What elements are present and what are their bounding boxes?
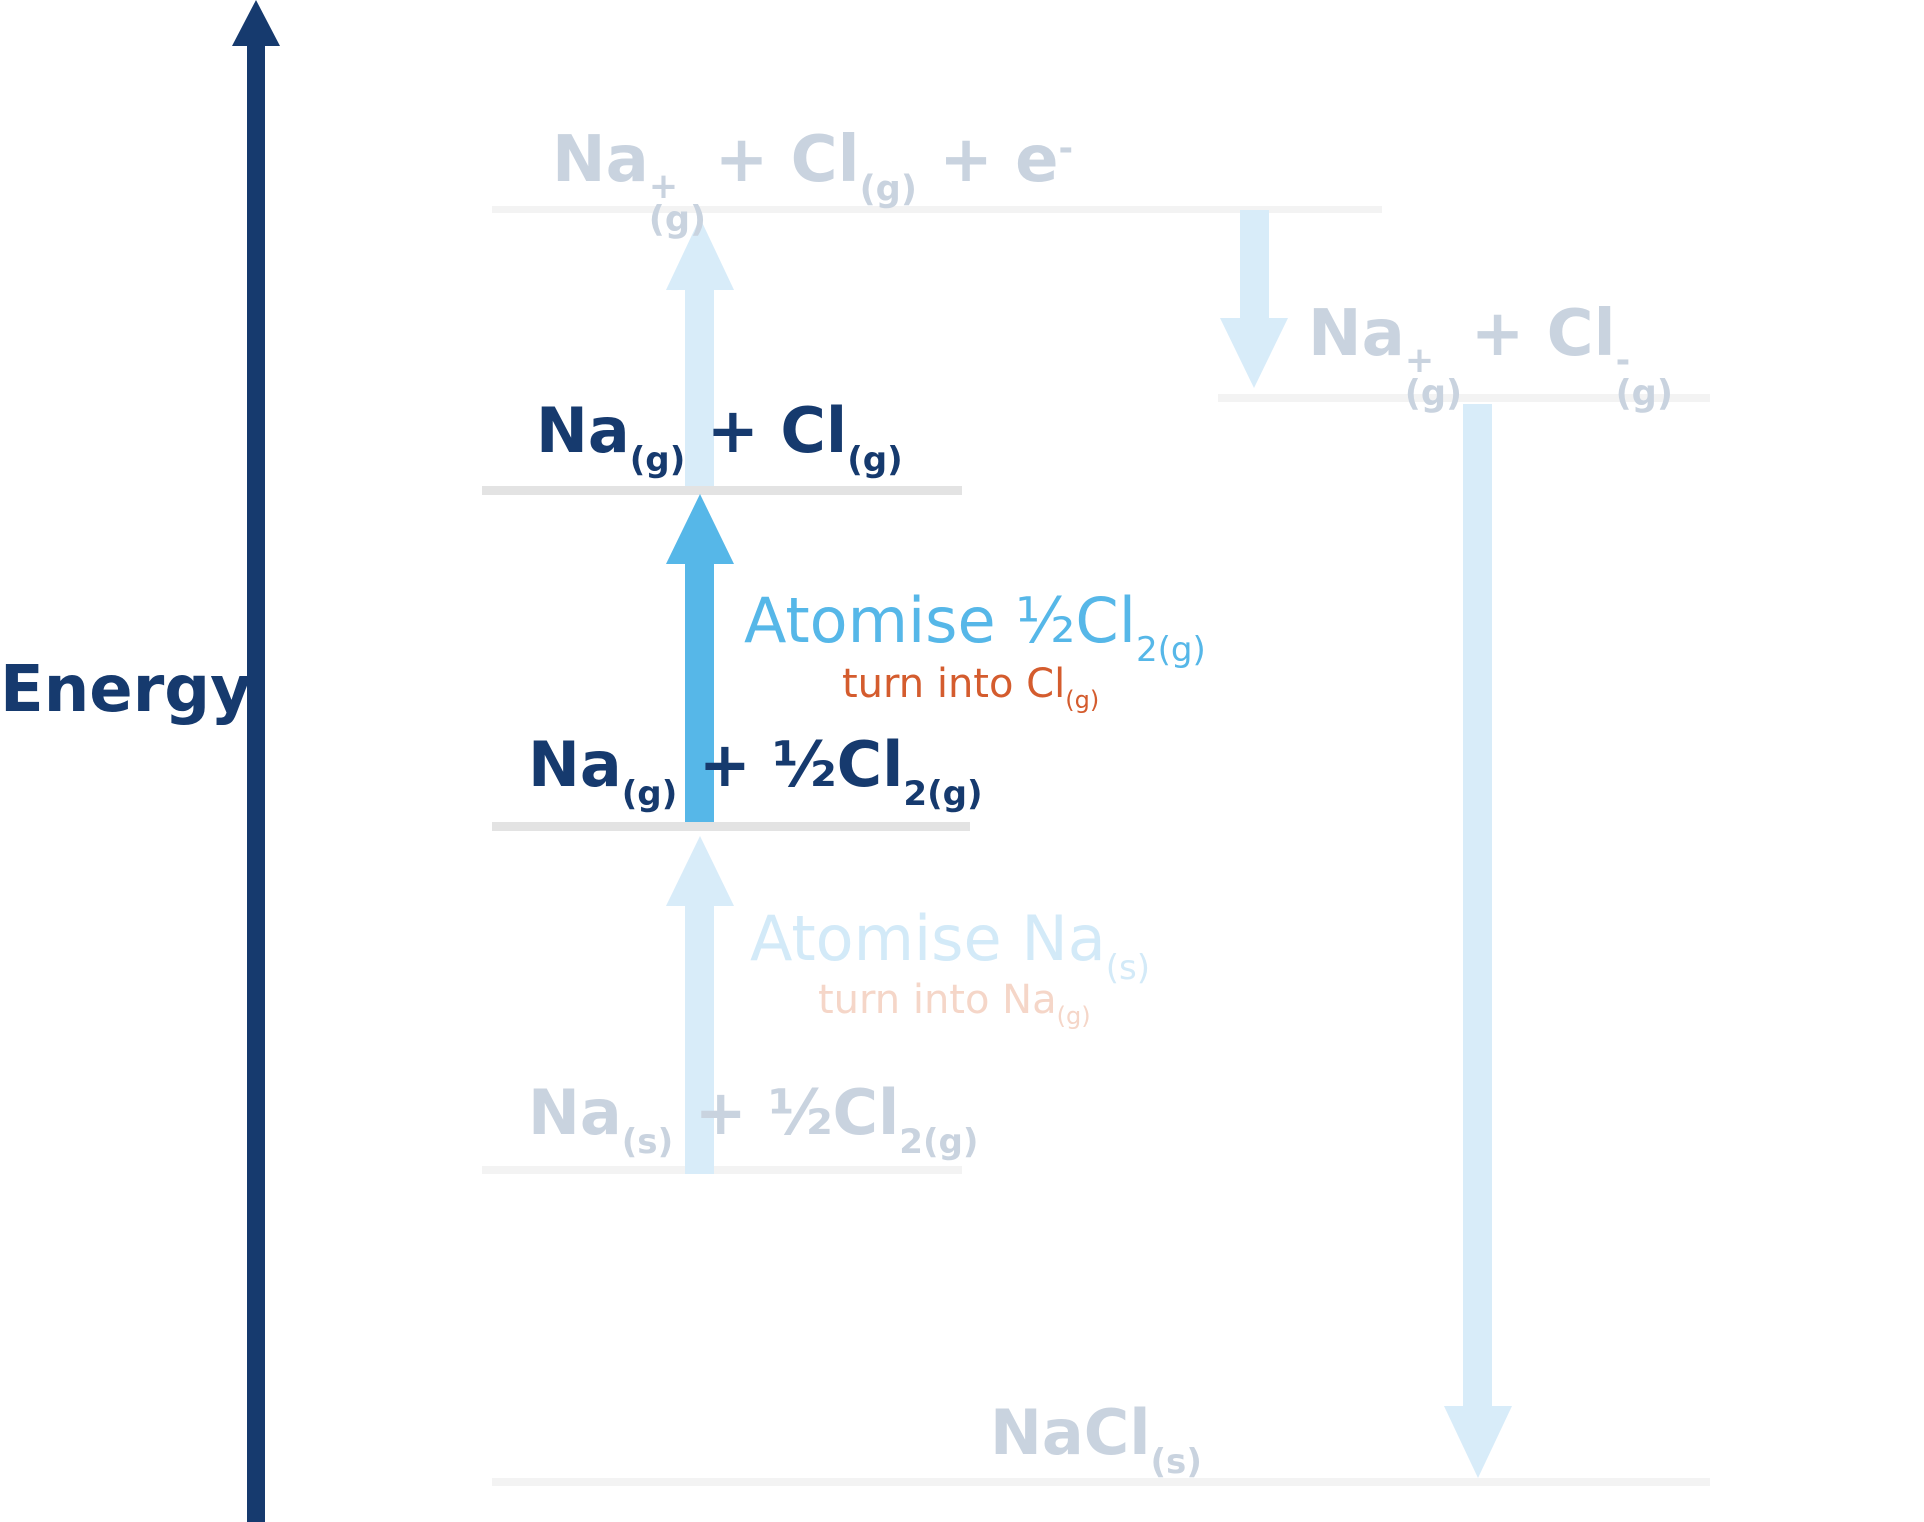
step-note-atomise-na: turn into Na(g) <box>818 980 1091 1028</box>
level-line-top <box>492 206 1382 213</box>
state-2g: 2(g) <box>899 1121 979 1162</box>
state-2g: 2(g) <box>1135 629 1206 670</box>
state-2g: 2(g) <box>903 773 983 814</box>
arrow-atomise-na-head <box>666 836 734 906</box>
level-line-na-gas <box>492 822 970 831</box>
arrow-ionisation-shaft <box>685 288 714 486</box>
species-na: Na <box>536 394 630 467</box>
step-note-atomise-cl: turn into Cl(g) <box>842 664 1099 712</box>
species-electron: e <box>1015 123 1059 197</box>
level-label-na-gas: Na(g) + ½Cl2(g) <box>528 734 983 811</box>
charge-minus: - <box>1615 339 1631 381</box>
state-g: (g) <box>621 773 678 814</box>
species-half-cl2: ½Cl <box>772 728 904 801</box>
charge-minus: - <box>1058 127 1074 169</box>
species-nacl: NaCl <box>990 1396 1151 1469</box>
charge-plus: + <box>1404 339 1435 381</box>
plus-sign: + <box>714 123 769 197</box>
state-g: (g) <box>859 168 917 210</box>
plus-sign: + <box>698 728 751 801</box>
arrow-atomise-na-shaft <box>685 904 714 1174</box>
plus-sign: + <box>706 394 759 467</box>
step-title-text: Atomise Na <box>750 902 1106 975</box>
level-label-lattice: NaCl(s) <box>990 1402 1202 1479</box>
step-title-text: Atomise ½Cl <box>744 584 1136 657</box>
level-label-elements: Na(s) + ½Cl2(g) <box>528 1082 979 1159</box>
arrow-electron-affinity-shaft <box>1240 210 1269 320</box>
state-s: (s) <box>1105 947 1151 988</box>
state-g: (g) <box>1065 685 1100 714</box>
state-g: (g) <box>847 439 903 480</box>
species-half-cl2: ½Cl <box>768 1076 900 1149</box>
plus-sign: + <box>1470 297 1525 371</box>
level-line-gas-atoms <box>482 486 962 495</box>
level-label-gas-atoms: Na(g) + Cl(g) <box>536 400 903 477</box>
state-g: (g) <box>1056 1001 1091 1030</box>
arrow-atomise-cl-head <box>666 494 734 564</box>
state-g: (g) <box>1404 373 1463 415</box>
arrow-atomise-cl-shaft <box>685 562 714 822</box>
step-title-atomise-cl: Atomise ½Cl2(g) <box>744 590 1206 667</box>
species-na: Na <box>528 728 622 801</box>
level-line-ions <box>1218 394 1710 402</box>
step-note-text: turn into Na <box>818 977 1057 1023</box>
species-cl: Cl <box>780 394 848 467</box>
arrow-electron-affinity-head <box>1220 318 1288 388</box>
step-note-text: turn into Cl <box>842 661 1066 707</box>
level-label-ions: Na+(g)+ Cl-(g) <box>1308 302 1673 411</box>
species-cl: Cl <box>790 123 860 197</box>
state-g: (g) <box>629 439 686 480</box>
plus-sign: + <box>939 123 993 197</box>
level-label-top: Na+(g)+ Cl(g) + e- <box>552 127 1074 237</box>
arrow-lattice-shaft <box>1463 404 1492 1408</box>
species-cl: Cl <box>1546 297 1616 371</box>
energy-axis-arrowhead <box>232 0 280 46</box>
level-line-elements <box>482 1166 962 1174</box>
arrow-ionisation-head <box>666 218 734 290</box>
plus-sign: + <box>694 1076 747 1149</box>
step-title-atomise-na: Atomise Na(s) <box>750 908 1150 985</box>
arrow-lattice-head <box>1444 1406 1512 1478</box>
energy-axis-label: Energy <box>0 653 252 727</box>
state-s: (s) <box>1150 1441 1202 1482</box>
state-s: (s) <box>621 1121 674 1162</box>
energy-axis-shaft <box>247 42 265 1522</box>
species-na: Na <box>1308 297 1405 371</box>
state-g: (g) <box>1615 373 1673 415</box>
state-g: (g) <box>648 199 707 241</box>
level-line-lattice <box>492 1478 1710 1486</box>
species-na: Na <box>552 123 649 197</box>
charge-plus: + <box>648 165 679 207</box>
species-na: Na <box>528 1076 622 1149</box>
